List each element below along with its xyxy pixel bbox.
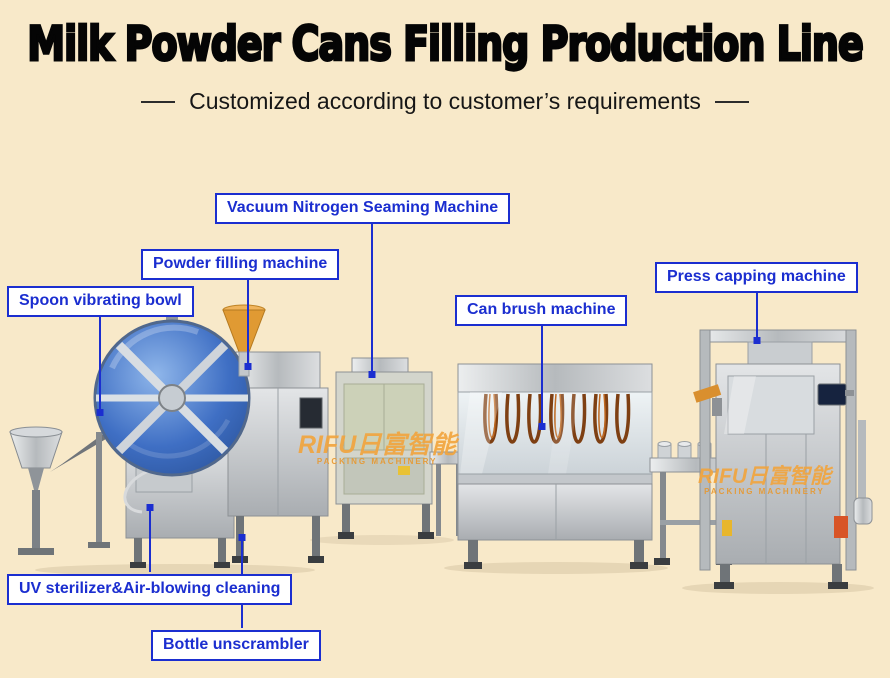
leader-vacuum-seaming (368, 224, 376, 378)
leader-can-brush (538, 326, 546, 430)
label-can-brush-machine: Can brush machine (455, 295, 628, 326)
spoon-vibrating-bowl-machine (93, 312, 251, 477)
label-vacuum-nitrogen-seaming-machine: Vacuum Nitrogen Seaming Machine (215, 193, 511, 224)
can-brush-machine (457, 363, 653, 569)
page-title: Milk Powder Cans Filling Production Line (26, 15, 865, 73)
vacuum-seaming-machine (335, 357, 434, 539)
label-press-capping-machine: Press capping machine (655, 262, 858, 293)
leader-uv-sterilizer (146, 504, 154, 572)
powder-hopper-cone (222, 304, 266, 377)
leader-press-capping (753, 293, 761, 344)
label-powder-filling-machine: Powder filling machine (141, 249, 340, 280)
press-capping-machine (693, 329, 873, 589)
label-spoon-vibrating-bowl: Spoon vibrating bowl (7, 286, 194, 317)
bowl-feeder-machine (9, 426, 63, 555)
label-bottle-unscrambler: Bottle unscrambler (151, 630, 321, 661)
subtitle-dash-left (141, 100, 176, 103)
label-uv-sterilizer-air-blowing-cleaning: UV sterilizer&Air-blowing cleaning (7, 574, 293, 605)
subtitle-text: Customized according to customer’s requi… (189, 88, 701, 114)
leader-spoon-bowl (96, 317, 104, 416)
page-subtitle: Customized according to customer’s requi… (0, 88, 890, 115)
leader-powder-filling (244, 280, 252, 370)
subtitle-dash-right (714, 100, 749, 103)
